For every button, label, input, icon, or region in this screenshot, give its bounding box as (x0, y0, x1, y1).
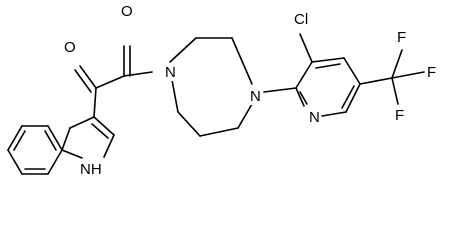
oxygen-label: O (64, 39, 76, 56)
diazepane-n1-label: N (165, 64, 176, 81)
diazepane-bonds (169, 37, 253, 137)
bond (123, 71, 153, 77)
atom-labels: O O NH N N N Cl F F F (62, 2, 437, 178)
bond (95, 75, 125, 89)
bond (359, 77, 393, 85)
bond-double-inner (315, 63, 341, 69)
bond (231, 37, 253, 85)
pyridine-n-label: N (309, 109, 320, 126)
fluorine-label: F (397, 29, 406, 46)
indole-nh-label: NH (80, 161, 102, 178)
fluorine-label: F (427, 64, 436, 81)
bond-double-inner (44, 130, 57, 151)
bond (61, 127, 71, 151)
structure-canvas: O O NH N N N Cl F F F (7, 2, 437, 178)
bond (299, 33, 313, 63)
chlorine-label: Cl (294, 11, 308, 28)
fluorine-label: F (395, 107, 404, 124)
bond (295, 61, 313, 89)
bond (7, 149, 23, 175)
bond (295, 87, 305, 107)
bond (7, 125, 23, 151)
bond-double-inner (91, 123, 109, 139)
chemical-structure-diagram: O O NH N N N Cl F F F (7, 2, 437, 178)
bond (103, 134, 115, 158)
indole-bonds (7, 116, 115, 175)
bond (391, 71, 425, 79)
bond (61, 149, 83, 159)
pyridine-bonds (263, 33, 425, 117)
bond (199, 127, 239, 137)
bond (391, 77, 399, 105)
bond (171, 79, 179, 113)
bond (237, 103, 253, 129)
bond-double-inner (341, 85, 355, 109)
bond (79, 65, 97, 89)
bond (345, 83, 361, 113)
diazepane-n4-label: N (250, 88, 261, 105)
bond (391, 49, 403, 79)
dicarbonyl-bonds (74, 45, 153, 118)
bond (93, 116, 115, 136)
oxygen-label: O (121, 3, 133, 20)
bond-double-inner (13, 130, 26, 151)
bond (311, 57, 345, 63)
bond (321, 111, 347, 117)
bond (47, 149, 63, 175)
bond (177, 111, 201, 137)
bond (263, 87, 297, 93)
bond-double (74, 69, 92, 93)
bond (69, 116, 95, 129)
bond-double-inner (299, 91, 308, 105)
bond (169, 37, 197, 63)
bond (343, 57, 361, 85)
bond (93, 87, 97, 118)
bond (47, 125, 63, 151)
